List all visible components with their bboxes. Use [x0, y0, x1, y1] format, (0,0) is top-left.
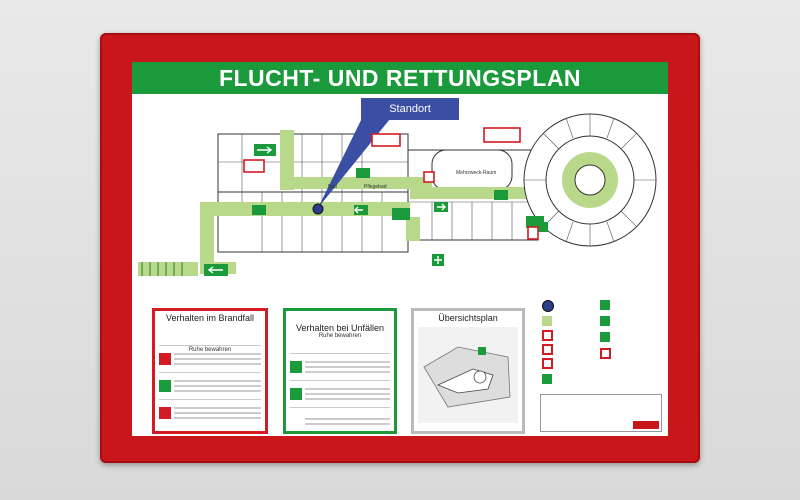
plan-title: FLUCHT- UND RETTUNGSPLAN: [132, 62, 668, 94]
first-aid-icon: [290, 388, 302, 400]
fire-extinguisher-sign: [483, 127, 521, 143]
evacuation-plan-sheet: FLUCHT- UND RETTUNGSPLAN: [132, 62, 668, 436]
legend-collection-point-icon: [600, 332, 610, 342]
instruction-row: [159, 372, 261, 399]
exit-sign: [494, 190, 508, 200]
legend-exit-icon: [542, 374, 552, 384]
exit-sign: [356, 168, 370, 178]
fire-panel-subtitle: Ruhe bewahren: [188, 347, 232, 353]
exit-sign: [252, 205, 266, 215]
blank-icon: [290, 415, 302, 427]
overview-panel-title: Übersichtsplan: [438, 313, 498, 323]
legend-location-icon: [542, 300, 554, 312]
legend-do-not-use-icon: [600, 348, 611, 359]
legend-extinguisher-icon: [542, 330, 553, 341]
fire-alarm-sign: [371, 133, 401, 147]
title-block: [540, 394, 662, 432]
overview-map-panel: Übersichtsplan: [411, 308, 525, 434]
legend-first-aid-icon: [600, 300, 610, 310]
fire-extinguisher-sign: [527, 226, 539, 240]
legend-alarm-icon: [542, 344, 553, 355]
exit-sign: [538, 222, 548, 232]
instruction-row: [290, 407, 390, 434]
accident-instructions-panel: Verhalten bei Unfällen Ruhe bewahren: [283, 308, 397, 434]
fire-equipment-signs: [243, 127, 539, 240]
location-callout: Standort: [361, 98, 459, 120]
round-building: [523, 113, 657, 247]
fire-instructions-panel: Verhalten im Brandfall Ruhe bewahren: [152, 308, 268, 434]
staircase: [138, 262, 198, 276]
phone-icon: [290, 361, 302, 373]
instruction-row: [159, 345, 261, 372]
accident-panel-title: Verhalten bei Unfällen: [295, 323, 385, 333]
instruction-row: [290, 353, 390, 380]
room-label: Bad: [328, 184, 337, 190]
legend-hose-icon: [542, 358, 553, 369]
fire-hose-sign: [423, 171, 435, 183]
accident-panel-subtitle: Ruhe bewahren: [318, 333, 362, 339]
room-label: Pflegebad: [364, 184, 387, 190]
room-label: Mehrzweck-Raum: [456, 170, 496, 176]
exit-sign: [392, 208, 410, 220]
floor-plan: Mehrzweck-Raum Pflegebad Bad: [138, 113, 657, 276]
overview-map: [418, 327, 518, 423]
legend-route-icon: [542, 316, 552, 326]
manufacturer-logo: [633, 421, 659, 429]
overview-exit-icon: [478, 347, 486, 355]
fire-extinguisher-icon: [159, 407, 171, 419]
instruction-row: [290, 380, 390, 407]
legend: [540, 298, 660, 390]
fire-alarm-icon: [159, 353, 171, 365]
legend-emergency-exit-icon: [600, 316, 610, 326]
fire-panel-title: Verhalten im Brandfall: [165, 313, 255, 323]
exit-icon: [159, 380, 171, 392]
fire-extinguisher-sign: [243, 159, 265, 173]
location-marker: [312, 203, 324, 215]
instruction-row: [159, 399, 261, 426]
